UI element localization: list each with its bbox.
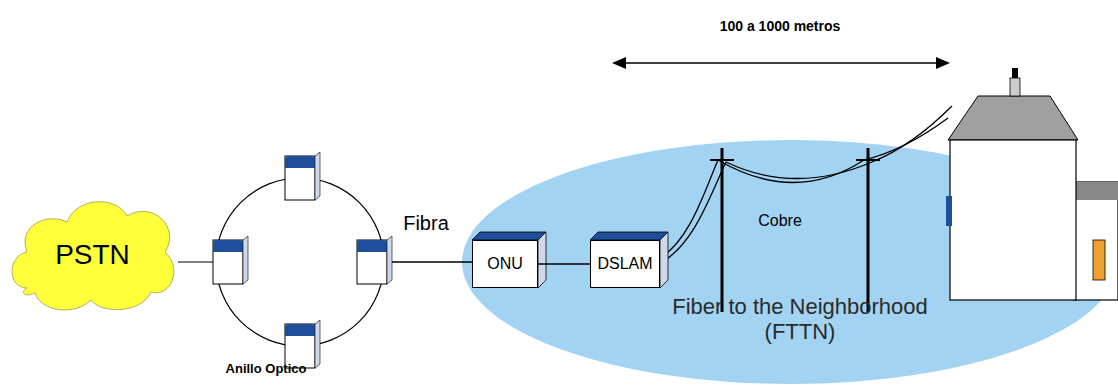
- box-top-face: [472, 232, 546, 240]
- copper-wires: [660, 106, 952, 262]
- area-label: Fiber to the Neighborhood (FTTN): [650, 294, 950, 345]
- node-label: DSLAM: [597, 255, 652, 273]
- ring-node: [285, 152, 320, 200]
- box-top-face: [590, 232, 668, 240]
- ring-node: [357, 236, 392, 284]
- node-label: PSTN: [55, 239, 130, 271]
- dimension-arrow: [612, 57, 950, 69]
- box-side-face: [538, 232, 546, 288]
- fttn-area: [462, 140, 1118, 384]
- copper-label: Cobre: [735, 212, 825, 230]
- ring-node: [213, 236, 248, 284]
- dimension-label: 100 a 1000 metros: [670, 18, 890, 34]
- trunk-line: [178, 261, 214, 262]
- fiber-label: Fibra: [381, 212, 471, 235]
- house: [946, 68, 1118, 300]
- pstn-cloud: PSTN: [5, 192, 180, 317]
- utility-poles: [710, 148, 880, 312]
- ring-label: Anillo Optico: [191, 362, 341, 377]
- dslam-box: DSLAM: [590, 240, 660, 288]
- onu-box: ONU: [472, 240, 538, 288]
- fiber-line: [386, 261, 472, 263]
- box-side-face: [660, 232, 668, 288]
- link-line: [538, 263, 590, 265]
- ring-node: [285, 320, 320, 368]
- node-label: ONU: [487, 255, 523, 273]
- ring-nodes: [213, 152, 392, 368]
